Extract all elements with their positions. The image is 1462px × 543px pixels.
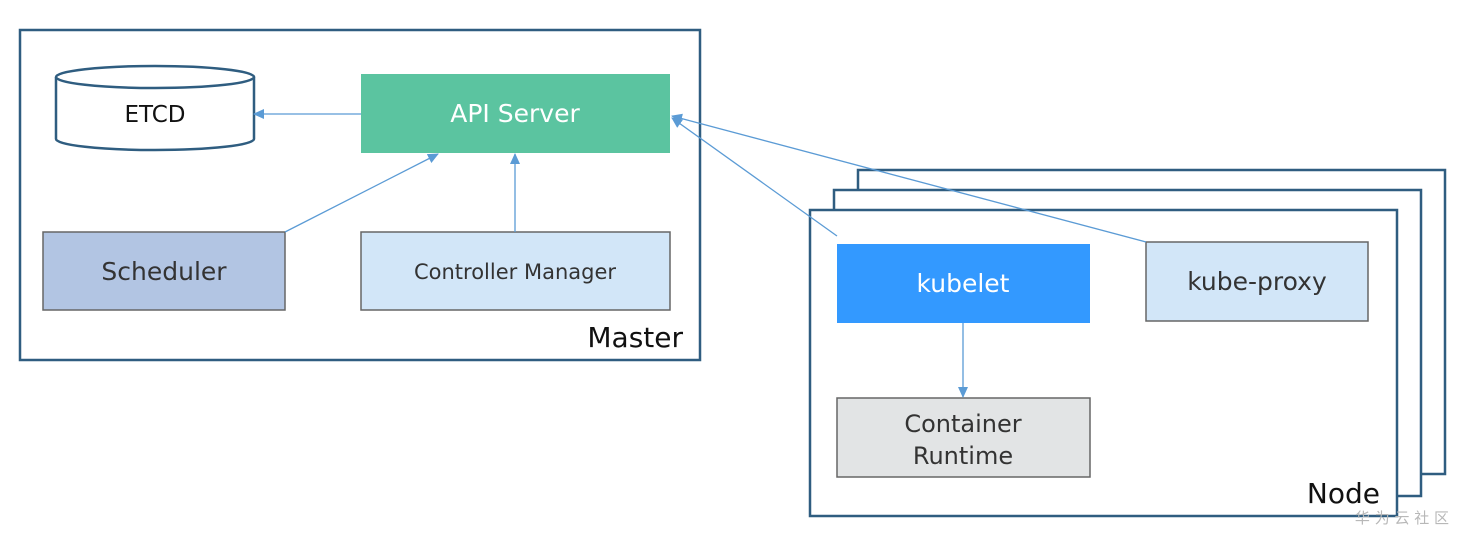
arrow-scheduler-to-api-server: [284, 153, 439, 233]
kubelet-box: [837, 244, 1090, 323]
kube-proxy-box: [1145, 241, 1369, 322]
api-server-box: [361, 74, 670, 153]
container-runtime-label-line2: Runtime: [913, 442, 1013, 470]
scheduler-box: [42, 231, 286, 311]
controller-manager-label: Controller Manager: [414, 260, 616, 284]
api-server-label: API Server: [450, 99, 580, 128]
master-label: Master: [587, 321, 683, 354]
kubelet-label: kubelet: [917, 269, 1010, 298]
controller-manager-box: [360, 231, 671, 311]
etcd-database: ETCD: [54, 64, 256, 152]
kube-proxy-label: kube-proxy: [1187, 267, 1327, 296]
scheduler-label: Scheduler: [101, 257, 227, 286]
etcd-label: ETCD: [124, 102, 185, 128]
node-label: Node: [1307, 477, 1380, 510]
container-runtime-label-line1: Container: [904, 410, 1021, 438]
watermark-text: 华 为 云 社 区: [1355, 509, 1449, 527]
arrow-kubelet-to-api-server: [671, 117, 838, 237]
arrow-kube-proxy-to-api-server: [671, 113, 1147, 243]
container-runtime-box: [836, 397, 1091, 478]
